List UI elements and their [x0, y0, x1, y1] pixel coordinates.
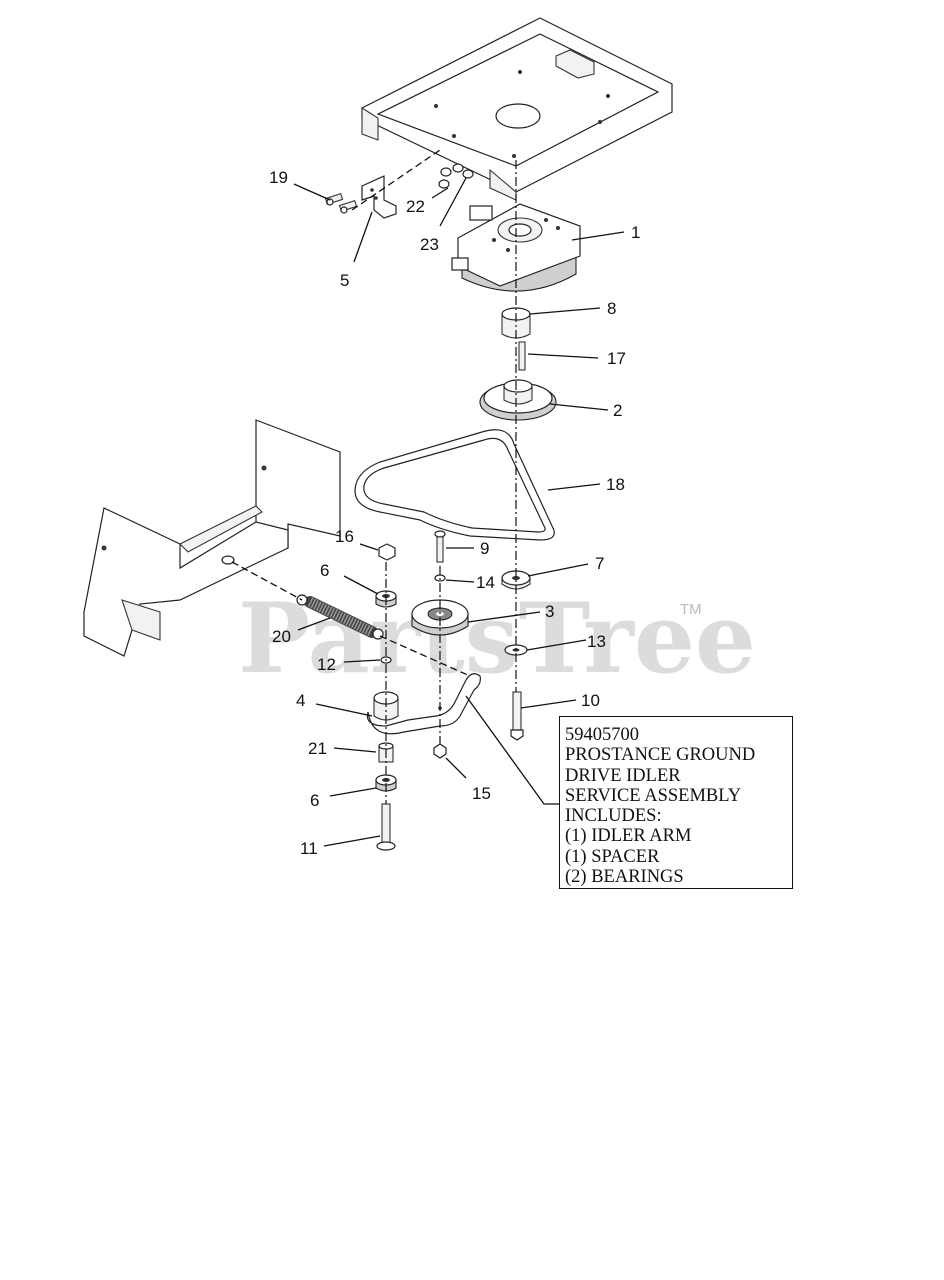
- callout-labels: 1 2 3 4 5 6 6 7 8 9 10 11 12 13 14 15 16…: [269, 168, 640, 858]
- callout-6-top: 6: [320, 561, 329, 580]
- callout-12: 12: [317, 655, 336, 674]
- nuts-part-22-23: [438, 163, 474, 189]
- callout-13: 13: [587, 632, 606, 651]
- note-line: (2) BEARINGS: [565, 867, 684, 888]
- bolt-part-10: [510, 691, 524, 741]
- belt-part-18: [354, 429, 555, 541]
- bolt-part-9: [434, 530, 446, 563]
- callout-6-bottom: 6: [310, 791, 319, 810]
- frame-bracket: [83, 419, 341, 657]
- callout-21: 21: [308, 739, 327, 758]
- nut-part-15: [433, 743, 447, 759]
- leader-lines: [293, 177, 625, 847]
- callout-8: 8: [607, 299, 616, 318]
- note-line: (1) IDLER ARM: [565, 826, 692, 847]
- callout-14: 14: [476, 573, 495, 592]
- callout-18: 18: [606, 475, 625, 494]
- callout-16: 16: [335, 527, 354, 546]
- callout-17: 17: [607, 349, 626, 368]
- idler-arm-part-4: [366, 673, 481, 735]
- note-line: INCLUDES:: [565, 806, 662, 827]
- note-line: (1) SPACER: [565, 846, 660, 867]
- note-line: DRIVE IDLER: [565, 765, 681, 786]
- callout-2: 2: [613, 401, 622, 420]
- callout-15: 15: [472, 784, 491, 803]
- callout-7: 7: [595, 554, 604, 573]
- callout-20: 20: [272, 627, 291, 646]
- assembly-lines: [231, 149, 517, 804]
- callout-1: 1: [631, 223, 640, 242]
- mounting-plate: [361, 17, 673, 201]
- callout-19: 19: [269, 168, 288, 187]
- callout-9: 9: [480, 539, 489, 558]
- watermark-text: PartsTree: [238, 582, 756, 695]
- note-part-number: 59405700: [565, 725, 639, 745]
- service-assembly-note: 59405700 PROSTANCE GROUND DRIVE IDLER SE…: [559, 716, 793, 889]
- callout-5: 5: [340, 271, 349, 290]
- callout-23: 23: [420, 235, 439, 254]
- bracket-part-5: [361, 175, 397, 219]
- callout-10: 10: [581, 691, 600, 710]
- note-line: SERVICE ASSEMBLY: [565, 785, 742, 806]
- callout-11: 11: [300, 839, 318, 858]
- nut-part-16: [378, 543, 396, 561]
- clutch-part-1: [451, 203, 581, 292]
- watermark-trademark: TM: [680, 601, 702, 618]
- key-part-17: [518, 341, 526, 371]
- note-line: PROSTANCE GROUND: [565, 745, 756, 766]
- callout-22: 22: [406, 197, 425, 216]
- bolts-part-19: [324, 192, 358, 214]
- callout-3: 3: [545, 602, 554, 621]
- bolt-part-11: [376, 803, 396, 851]
- callout-4: 4: [296, 691, 305, 710]
- pulley-part-2: [479, 379, 557, 421]
